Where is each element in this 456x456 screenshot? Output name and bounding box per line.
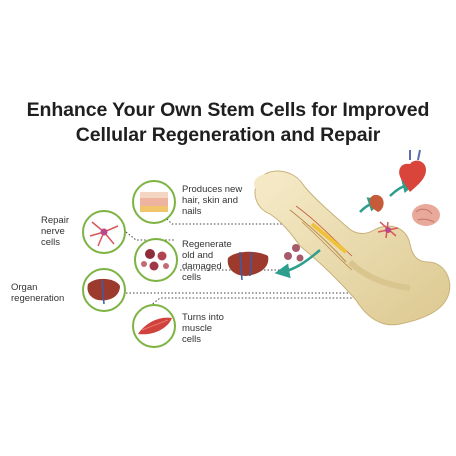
label-regenerate: Regenerate old and damaged cells xyxy=(182,239,232,283)
label-muscle: Turns into muscle cells xyxy=(182,312,224,345)
small-cells-icon xyxy=(284,244,304,262)
brain-icon xyxy=(412,204,440,226)
arrow-to-cells xyxy=(274,249,321,279)
title-line-1: Enhance Your Own Stem Cells for Improved xyxy=(26,99,430,121)
circle-muscle xyxy=(132,304,176,348)
page-title: Enhance Your Own Stem Cells for Improved… xyxy=(0,98,456,148)
bone-illustration xyxy=(254,170,451,326)
circle-liver xyxy=(82,268,126,312)
kidney-icon xyxy=(369,194,384,212)
blood-cells-icon xyxy=(141,249,169,271)
muscle-fiber-icon xyxy=(138,317,172,335)
label-hair-skin: Produces new hair, skin and nails xyxy=(182,184,243,217)
title-line-2: Cellular Regeneration and Repair xyxy=(75,124,381,146)
circle-nerve xyxy=(82,210,126,254)
label-organ: Organ regeneration xyxy=(11,282,65,304)
heart-icon xyxy=(399,149,426,192)
nerve-cell-icon xyxy=(89,221,119,247)
liver-icon xyxy=(87,278,120,305)
circle-blood-cells xyxy=(134,238,178,282)
label-nerve: Repair nerve cells xyxy=(41,215,69,248)
skin-tissue-icon xyxy=(140,192,168,212)
circle-hair-skin xyxy=(132,180,176,224)
liver-center-icon xyxy=(227,251,269,281)
nerve-cluster-right-icon xyxy=(377,221,399,239)
connector-muscle xyxy=(149,297,420,307)
